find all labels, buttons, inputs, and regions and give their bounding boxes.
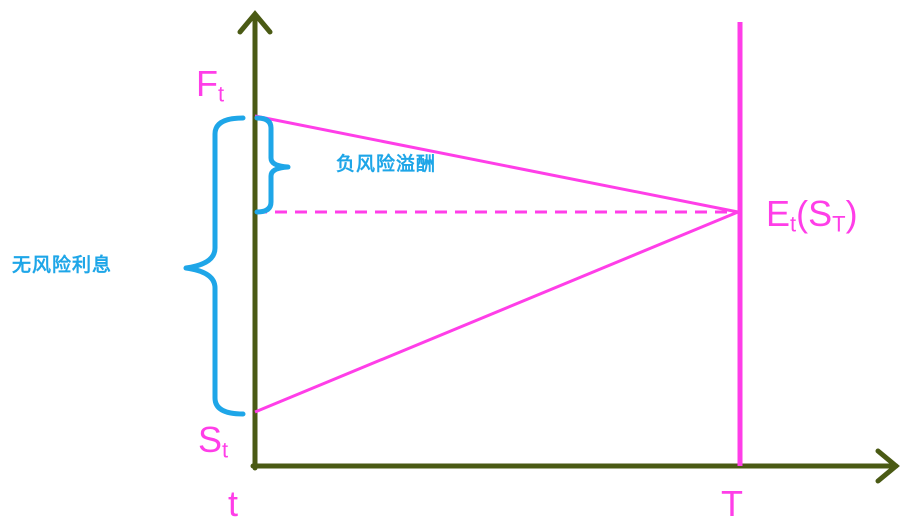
forward-price-line xyxy=(254,114,739,214)
axes xyxy=(237,10,900,484)
label-expected-price: Et(ST) xyxy=(766,193,858,237)
x-tick-t: t xyxy=(228,483,239,524)
label-spot-price: St xyxy=(198,419,229,463)
spot-price-line xyxy=(254,210,739,414)
risk-free-brace-icon xyxy=(183,115,246,417)
price-lines xyxy=(254,114,739,414)
label-negative-risk-premium: 负风险溢酬 xyxy=(336,153,437,175)
x-axis-arrowhead xyxy=(875,448,900,484)
label-forward-price: Ft xyxy=(196,63,225,107)
y-axis-arrowhead xyxy=(237,10,273,35)
x-tick-T: T xyxy=(721,483,743,524)
negative-premium-brace-icon xyxy=(254,115,291,215)
label-risk-free-interest: 无风险利息 xyxy=(12,254,113,276)
